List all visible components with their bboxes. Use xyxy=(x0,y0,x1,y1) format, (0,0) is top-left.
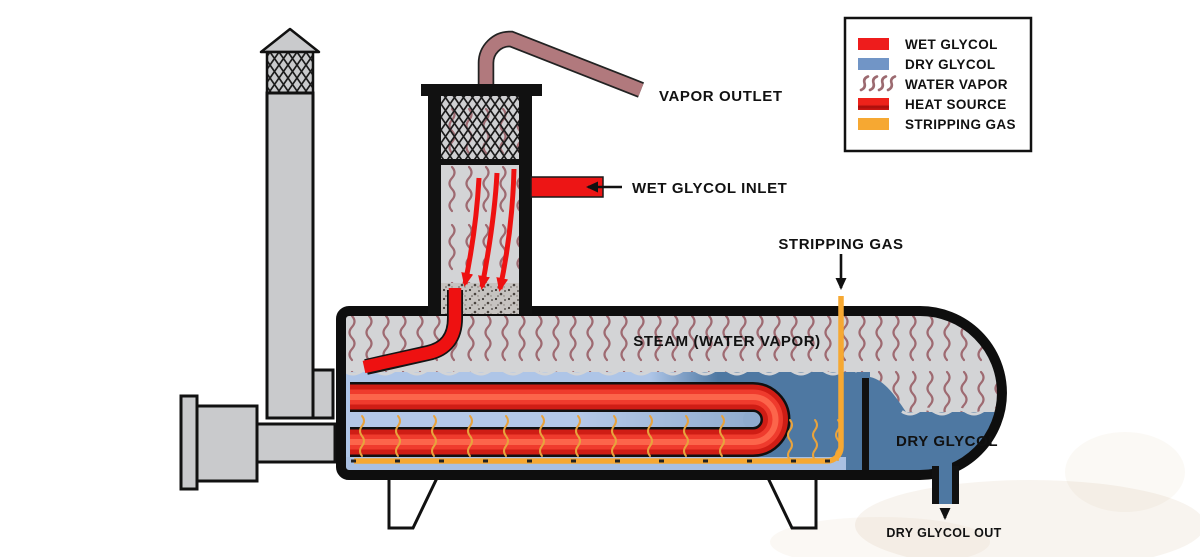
dry-glycol-outlet xyxy=(932,462,959,520)
legend-label-dry-glycol: DRY GLYCOL xyxy=(905,57,996,72)
wet-glycol-downcomer xyxy=(362,288,463,375)
still-column xyxy=(421,84,542,314)
steam-liquid-boundary xyxy=(345,367,858,376)
right-leg xyxy=(765,476,818,530)
stack-pipe xyxy=(265,91,315,420)
column-left-wall xyxy=(428,96,441,314)
vessel-legs xyxy=(387,476,818,530)
legend: WET GLYCOL DRY GLYCOL WATER VAPOR HEAT S… xyxy=(843,16,1033,153)
stripping-gas-label: STRIPPING GAS xyxy=(778,236,903,253)
wet-glycol-downflow-arrows xyxy=(461,168,517,292)
legend-label-stripping-gas: STRIPPING GAS xyxy=(905,117,1016,132)
dry-glycol-label: DRY GLYCOL xyxy=(896,433,998,450)
legend-label-wet-glycol: WET GLYCOL xyxy=(905,37,998,52)
burner-assembly xyxy=(179,394,337,491)
dry-glycol-right xyxy=(866,372,999,474)
steam-label: STEAM (WATER VAPOR) xyxy=(633,333,821,350)
dry-glycol-out-label: DRY GLYCOL OUT xyxy=(886,526,1001,540)
wet-glycol-inlet-label: WET GLYCOL INLET xyxy=(632,180,787,197)
reboiler-vessel-interior xyxy=(345,316,999,474)
exhaust-stack xyxy=(259,27,335,420)
u-tube-inner-gap xyxy=(346,409,763,430)
column-mesh-section xyxy=(441,96,519,161)
column-right-wall xyxy=(519,96,532,314)
legend-swatch-water-vapor xyxy=(859,75,897,92)
burner-flange xyxy=(179,394,199,491)
legend-label-water-vapor: WATER VAPOR xyxy=(905,77,1008,92)
diagram-labels: VAPOR OUTLET WET GLYCOL INLET STRIPPING … xyxy=(632,88,1001,540)
stack-mesh xyxy=(265,50,315,95)
sparger-nozzles xyxy=(351,459,830,463)
legend-swatch-heat-source xyxy=(858,98,889,110)
column-mesh-divider xyxy=(441,159,519,165)
vapor-outlet-pipe xyxy=(477,30,645,98)
stack-cap xyxy=(259,27,321,54)
reboiler-vessel-shell xyxy=(336,306,1007,480)
vapor-outlet-label: VAPOR OUTLET xyxy=(659,88,783,105)
legend-swatch-stripping-gas xyxy=(858,118,889,130)
left-leg xyxy=(387,476,440,530)
heat-source-tube xyxy=(350,382,791,457)
burner-box xyxy=(195,404,259,483)
legend-swatch-wet-glycol xyxy=(858,38,889,50)
legend-swatch-dry-glycol xyxy=(858,58,889,70)
burner-duct xyxy=(255,422,337,464)
wet-glycol-inlet-pipe xyxy=(530,176,622,198)
weir-baffle xyxy=(862,378,869,474)
column-cap xyxy=(421,84,542,96)
legend-label-heat-source: HEAT SOURCE xyxy=(905,97,1007,112)
right-surface-boundary xyxy=(901,407,999,416)
